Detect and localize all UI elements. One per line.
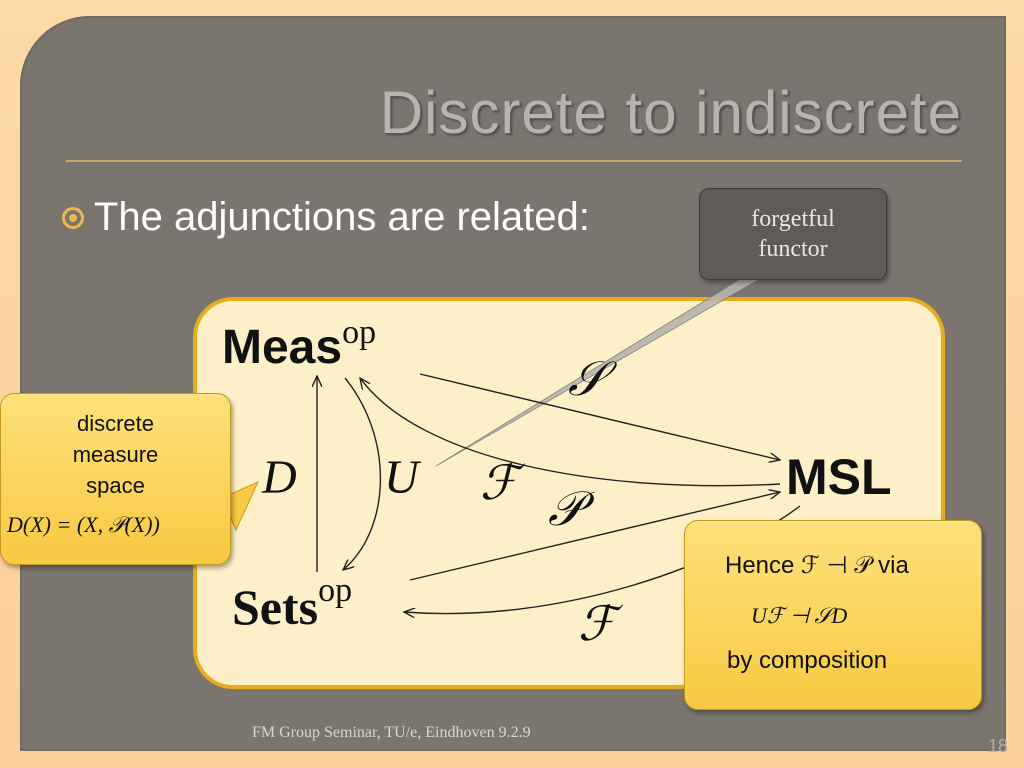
forgetful-line-1: forgetful <box>751 206 835 232</box>
hence-line-1: Hence ℱ ⊣ 𝒫 via <box>725 552 909 579</box>
label-D: D <box>262 451 297 504</box>
bullet-circle-icon <box>62 206 84 229</box>
slide-title: Discrete to indiscrete <box>379 79 962 146</box>
node-meas-op: op <box>342 314 377 351</box>
page-number: 18 <box>987 736 1008 756</box>
label-F-top: ℱ <box>480 457 518 510</box>
forgetful-functor-callout: forgetful functor <box>699 188 887 280</box>
node-meas: Measop <box>222 314 376 375</box>
arrow-U <box>343 377 382 570</box>
discrete-line-2: measure <box>72 442 159 467</box>
discrete-line-1: discrete <box>76 411 155 436</box>
label-P: 𝒫 <box>548 483 583 536</box>
bullet-text: The adjunctions are related: <box>94 195 590 239</box>
forgetful-line-2: functor <box>758 236 828 262</box>
discrete-line-3: space <box>86 473 145 498</box>
discrete-formula: D(X) = (X, 𝒫(X)) <box>7 512 160 537</box>
node-msl: MSL <box>786 449 892 505</box>
node-meas-label: Meas <box>222 321 343 374</box>
arrow-S <box>419 373 780 460</box>
label-S: 𝒮 <box>568 353 606 406</box>
arrow-P <box>409 492 780 581</box>
node-sets: Setsop <box>232 572 352 636</box>
discrete-measure-callout: discrete measure space D(X) = (X, 𝒫(X)) <box>0 393 231 565</box>
node-sets-label: Sets <box>232 579 319 635</box>
node-sets-op: op <box>318 572 353 609</box>
label-F-bottom: ℱ <box>578 598 616 651</box>
title-divider <box>66 160 962 162</box>
hence-line-3: by composition <box>727 647 888 674</box>
slide-footer: FM Group Seminar, TU/e, Eindhoven 9.2.9 <box>252 724 531 741</box>
hence-callout: Hence ℱ ⊣ 𝒫 via Uℱ ⊣ 𝒮D by composition <box>684 520 982 710</box>
arrow-F-top <box>360 378 781 487</box>
hence-line-2: Uℱ ⊣ 𝒮D <box>751 603 848 628</box>
label-U: U <box>384 451 419 504</box>
bullet-point: The adjunctions are related: <box>62 195 590 240</box>
